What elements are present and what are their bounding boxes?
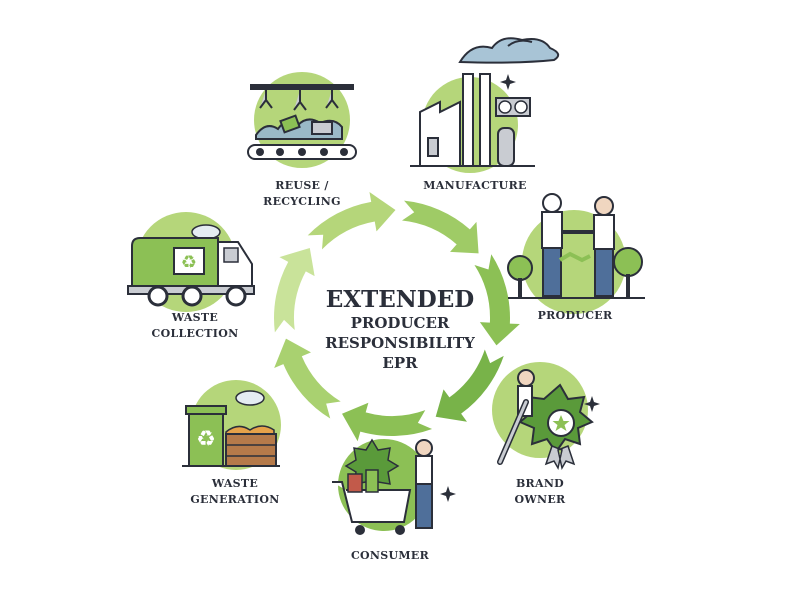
- handshake-icon: [507, 193, 645, 314]
- label-wastegen-line1: WASTE: [211, 477, 259, 490]
- title-responsibility: RESPONSIBILITY: [325, 334, 475, 352]
- garbage-truck-icon: ♻: [127, 212, 255, 312]
- svg-text:♻: ♻: [196, 427, 216, 452]
- label-reuse-recycling: REUSE / RECYCLING: [252, 178, 352, 210]
- label-consumer-line1: CONSUMER: [350, 549, 430, 562]
- label-waste-collection: WASTE COLLECTION: [140, 310, 250, 342]
- label-wastegen-line2: GENERATION: [190, 493, 280, 506]
- label-producer-line1: PRODUCER: [537, 309, 613, 322]
- title-epr: EPR: [382, 354, 418, 372]
- shopping-cart-icon: [332, 438, 456, 535]
- label-waste-generation: WASTE GENERATION: [180, 476, 290, 508]
- factory-icon: [410, 37, 560, 173]
- cycle-arrow: [342, 402, 433, 442]
- cycle-arrow: [274, 247, 315, 333]
- recycle-bin-icon: ♻: [182, 380, 281, 470]
- label-brand-owner: BRAND OWNER: [495, 476, 585, 508]
- recycling-conveyor-icon: [247, 72, 357, 168]
- cycle-arrows: [274, 192, 520, 442]
- label-reuse-line2: RECYCLING: [263, 195, 341, 208]
- label-consumer: CONSUMER: [345, 548, 435, 564]
- title-extended: EXTENDED: [325, 286, 475, 313]
- label-manufacture-line1: MANUFACTURE: [423, 179, 527, 192]
- label-reuse-line1: REUSE /: [275, 179, 329, 192]
- label-wastecol-line2: COLLECTION: [151, 327, 239, 340]
- label-manufacture: MANUFACTURE: [410, 178, 540, 194]
- label-brand-line2: OWNER: [514, 493, 566, 506]
- label-producer: PRODUCER: [530, 308, 620, 324]
- cycle-arrow: [474, 254, 520, 346]
- cycle-arrow: [307, 192, 396, 250]
- cycle-arrow: [435, 349, 504, 422]
- svg-text:♻: ♻: [181, 252, 197, 273]
- label-brand-line1: BRAND: [515, 477, 565, 490]
- title-producer: PRODUCER: [350, 314, 450, 332]
- award-badge-icon: [492, 362, 600, 471]
- cycle-arrow: [402, 200, 479, 254]
- cycle-arrow: [274, 338, 341, 419]
- label-wastecol-line1: WASTE: [171, 311, 219, 324]
